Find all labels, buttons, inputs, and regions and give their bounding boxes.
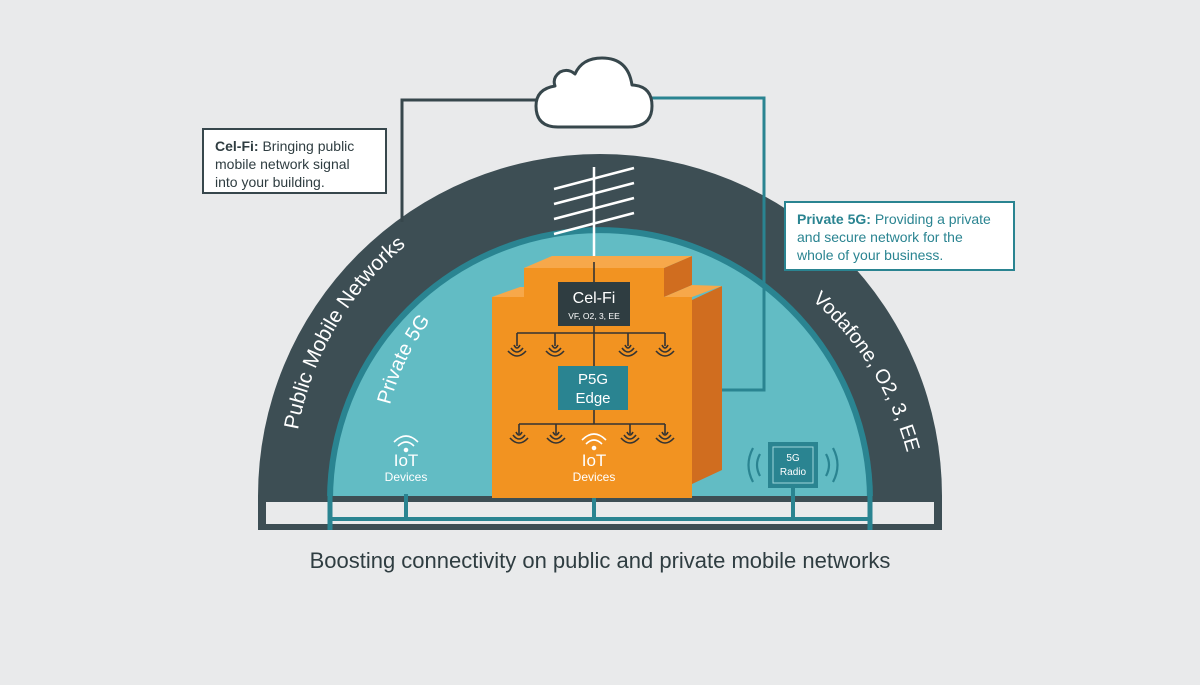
iot-left-sub: Devices: [385, 470, 428, 484]
private-5g-callout: Private 5G: Providing a private and secu…: [784, 201, 1015, 271]
iot-center-sub: Devices: [573, 470, 616, 484]
private-5g-callout-title: Private 5G:: [797, 211, 871, 227]
radio-line2: Radio: [780, 467, 807, 478]
cel-fi-connector: [400, 98, 538, 222]
wifi-icon-left: [393, 435, 419, 453]
cel-fi-box: [558, 282, 630, 326]
iot-center-title: IoT: [582, 451, 607, 470]
cel-fi-box-title: Cel-Fi: [573, 290, 616, 307]
cloud-icon: [534, 56, 654, 129]
wifi-icon-center: [581, 433, 607, 451]
antenna-icon: [553, 166, 635, 258]
iot-left-title: IoT: [394, 451, 419, 470]
building-wiring: [516, 262, 666, 434]
cel-fi-callout-title: Cel-Fi:: [215, 138, 259, 154]
radio-waves-icon: [747, 447, 839, 483]
caption: Boosting connectivity on public and priv…: [309, 548, 891, 573]
private-5g-callout-text: Providing a private and secure network f…: [797, 211, 991, 263]
radio-line1: 5G: [786, 453, 800, 464]
p5g-edge-line2: Edge: [575, 390, 610, 407]
cel-fi-box-carriers: VF, O2, 3, EE: [568, 311, 620, 321]
p5g-edge-line1: P5G: [578, 371, 608, 388]
cel-fi-callout: Cel-Fi: Bringing public mobile network s…: [202, 128, 387, 194]
cel-fi-callout-text: Bringing public mobile network signal in…: [215, 138, 355, 190]
private-5g-dome-outline: [327, 227, 873, 501]
p5g-edge-box: [558, 366, 628, 410]
